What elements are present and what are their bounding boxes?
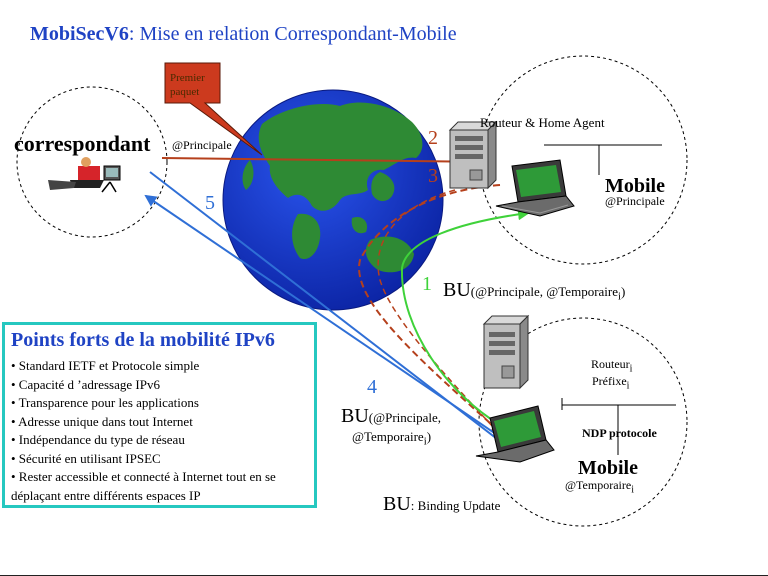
arrow-step-2 [161,156,494,167]
list-item: • Rester accessible et connecté à Intern… [11,469,276,503]
laptop-icon [495,159,575,217]
foreign-mobile-address: @Temporairei [565,478,634,496]
home-mobile-label: Mobile [605,175,665,197]
server-tower-icon [482,314,530,390]
step-3-label: 3 [428,165,438,187]
arrow-step-1-green [400,208,530,426]
home-router-label: Routeur & Home Agent [480,115,605,130]
bu-correspondant-label: BU(@Principale, [341,405,442,427]
callout-premier-paquet [164,62,263,156]
server-tower-icon [448,120,498,190]
home-mobile-address: @Principale [605,194,665,208]
points-forts-list: • Standard IETF et Protocole simple • Ca… [11,357,308,505]
arrow-step-3-dashed [358,184,502,434]
arrow-step-5-blue [144,194,516,448]
foreign-router-label: Routeuri [591,357,633,375]
person-at-computer-icon [48,157,121,193]
bu-legend: BU: Binding Update [383,493,501,515]
list-item: • Sécurité en utilisant IPSEC [11,450,161,466]
bu-correspondant-label-line2: @Temporairei) [352,429,432,448]
list-item: • Indépendance du type de réseau [11,432,185,447]
list-item: • Capacité d ’adressage IPv6 [11,376,160,392]
globe-icon [222,89,444,311]
home-lan-bracket [544,144,662,175]
correspondant-network-circle [16,86,168,238]
step-5-label: 5 [205,192,215,214]
list-item: • Adresse unique dans tout Internet [11,413,193,429]
step-4-label: 4 [367,376,377,398]
list-item: • Standard IETF et Protocole simple [11,358,200,373]
callout-label: Premier paquet [170,72,205,98]
points-forts-box: Points forts de la mobilité IPv6 • Stand… [2,322,317,508]
foreign-mobile-label: Mobile [578,457,638,479]
correspondant-address: @Principale [172,138,232,152]
step-2-label: 2 [428,127,438,149]
laptop-icon [475,405,555,463]
page-title: MobiSecV6: Mise en relation Correspondan… [30,23,457,45]
ndp-protocol-label: NDP protocole [582,426,657,440]
home-network-circle [478,55,688,265]
step-1-label: 1 [422,273,432,295]
arrow-step-3-dashed-b [377,189,506,441]
correspondant-label: correspondant [14,131,151,156]
foreign-prefix-label: Préfixei [592,374,630,392]
foreign-lan-bracket [561,398,676,455]
bu-home-label: BU(@Principale, @Temporairei) [443,279,626,303]
points-forts-title: Points forts de la mobilité IPv6 [11,329,275,351]
list-item: • Transparence pour les applications [11,395,199,410]
